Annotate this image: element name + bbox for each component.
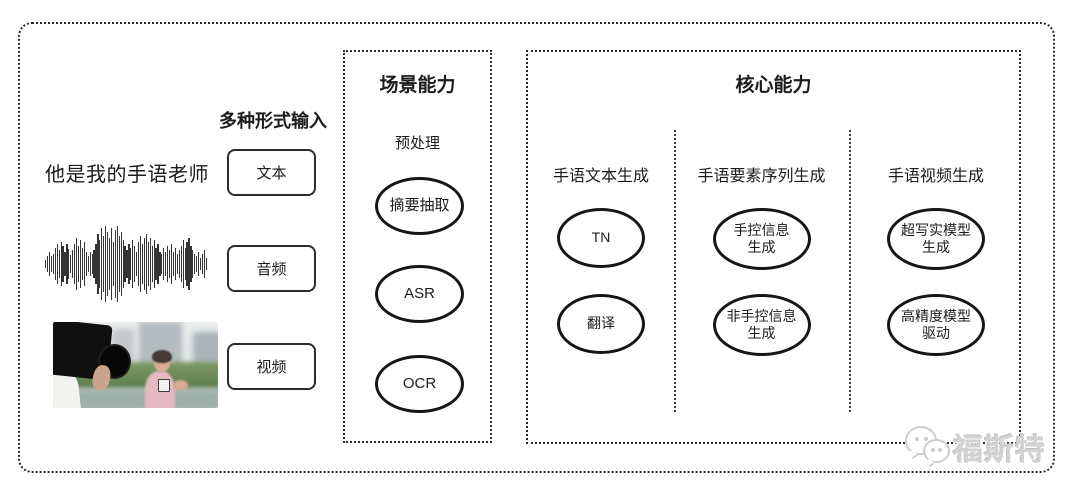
node-manual-info-generation: 手控信息 生成 (712, 208, 811, 270)
sample-text-sentence: 他是我的手语老师 (45, 164, 209, 186)
wechat-logo-icon (903, 424, 953, 470)
column-sign-text-generation: 手语文本生成 TN 翻译 (528, 52, 674, 442)
input-box-audio-label: 音频 (256, 261, 287, 278)
node-ocr: OCR (375, 355, 464, 413)
video-thumbnail-image (53, 322, 218, 408)
input-box-video: 视频 (227, 343, 316, 390)
photo-microphone (157, 378, 171, 392)
node-tn: TN (557, 208, 645, 268)
column-header: 手语视频生成 (887, 168, 984, 185)
bubble-eye (938, 448, 942, 452)
scene-box-subtitle: 预处理 (394, 135, 440, 152)
node-hyperrealistic-model-generation: 超写实模型 生成 (887, 208, 985, 270)
node-asr: ASR (375, 265, 464, 323)
input-box-audio: 音频 (227, 245, 316, 292)
node-high-precision-model-driving: 高精度模型 驱动 (887, 294, 985, 356)
core-capability-box: 核心能力 手语文本生成 TN 翻译 手语要素序列生成 手控信息 生成 非手控信息… (526, 50, 1021, 444)
node-summary-extraction: 摘要抽取 (375, 177, 464, 235)
input-box-text: 文本 (227, 149, 316, 196)
core-box-title: 核心能力 (735, 75, 812, 96)
watermark: 福斯特 (903, 424, 1046, 470)
input-box-text-label: 文本 (256, 165, 287, 182)
photo-reporter-hair (152, 349, 172, 364)
photo-reporter-arm (173, 380, 189, 390)
column-sign-video-generation: 手语视频生成 超写实模型 生成 高精度模型 驱动 (849, 52, 1023, 442)
bubble-eye (924, 437, 928, 441)
outer-dotted-border (18, 22, 1055, 473)
bubble-eye (915, 437, 919, 441)
audio-waveform-icon (45, 226, 209, 302)
scene-box-title: 场景能力 (379, 75, 456, 96)
column-header: 手语文本生成 (552, 168, 649, 185)
watermark-text: 福斯特 (953, 434, 1046, 467)
input-box-video-label: 视频 (256, 359, 287, 376)
column-sign-element-sequence-generation: 手语要素序列生成 手控信息 生成 非手控信息 生成 (674, 52, 849, 442)
column-divider (849, 130, 851, 412)
column-divider (674, 130, 676, 412)
bubble-eye (931, 448, 935, 452)
node-non-manual-info-generation: 非手控信息 生成 (712, 294, 811, 356)
node-translation: 翻译 (557, 294, 645, 354)
input-section-header: 多种形式输入 (219, 111, 327, 131)
scene-capability-box: 场景能力 预处理 摘要抽取 ASR OCR (343, 50, 492, 443)
photo-ground-blur (53, 389, 218, 408)
column-header: 手语要素序列生成 (697, 168, 826, 185)
